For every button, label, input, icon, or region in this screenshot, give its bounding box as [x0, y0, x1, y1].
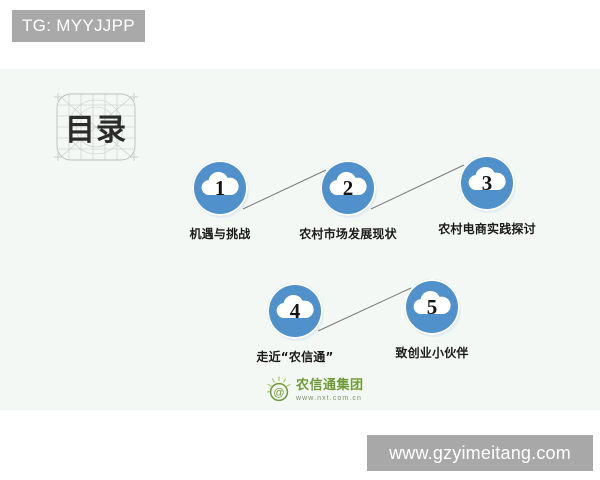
- toc-number-2: 2: [342, 175, 354, 200]
- logo-company-name: 农信通集团: [296, 377, 364, 393]
- top-source-tag: TG: MYYJJPP: [12, 10, 145, 42]
- toc-label-3: 农村电商实践探讨: [438, 222, 536, 236]
- toc-label-2: 农村市场发展现状: [299, 227, 397, 241]
- cloud-icon: [201, 171, 239, 195]
- toc-bubble-5[interactable]: 5: [404, 279, 461, 337]
- toc-item-4[interactable]: 4 走近“农信通”: [243, 283, 347, 365]
- cloud-icon: [329, 171, 367, 195]
- toc-item-1[interactable]: 1 机遇与挑战: [168, 160, 272, 242]
- toc-number-1: 1: [214, 175, 226, 200]
- calligraphy-grid-icon: [54, 93, 138, 161]
- logo-text-block: 农信通集团 www.nxt.com.cn: [296, 379, 364, 402]
- cloud-icon: [276, 294, 314, 318]
- page-title: 目录: [65, 113, 127, 148]
- toc-item-5[interactable]: 5 致创业小伙伴: [380, 279, 484, 361]
- company-logo: @ 农信通集团 www.nxt.com.cn: [265, 376, 370, 404]
- cloud-icon: [413, 290, 451, 314]
- toc-number-4: 4: [289, 298, 301, 323]
- toc-number-3: 3: [481, 170, 493, 195]
- toc-number-5: 5: [426, 294, 438, 319]
- toc-label-4: 走近“农信通”: [256, 350, 334, 364]
- at-sign-logo-icon: @: [266, 376, 291, 402]
- toc-bubble-1[interactable]: 1: [192, 160, 249, 218]
- svg-text:@: @: [273, 387, 284, 399]
- toc-bubble-2[interactable]: 2: [320, 160, 377, 218]
- slide-title-block: 目录: [50, 91, 142, 163]
- toc-item-3[interactable]: 3 农村电商实践探讨: [435, 155, 539, 237]
- toc-label-1: 机遇与挑战: [189, 227, 251, 241]
- toc-bubble-4[interactable]: 4: [267, 283, 324, 341]
- logo-website-url: www.nxt.com.cn: [296, 394, 362, 402]
- toc-bubble-3[interactable]: 3: [459, 155, 516, 213]
- site-watermark: www.gzyimeitang.com: [367, 435, 593, 471]
- cloud-icon: [468, 166, 506, 190]
- toc-item-2[interactable]: 2 农村市场发展现状: [296, 160, 400, 242]
- slide-panel: 目录 1 机遇与挑战 2 农村市场发展现状: [0, 69, 600, 410]
- toc-label-5: 致创业小伙伴: [395, 346, 469, 360]
